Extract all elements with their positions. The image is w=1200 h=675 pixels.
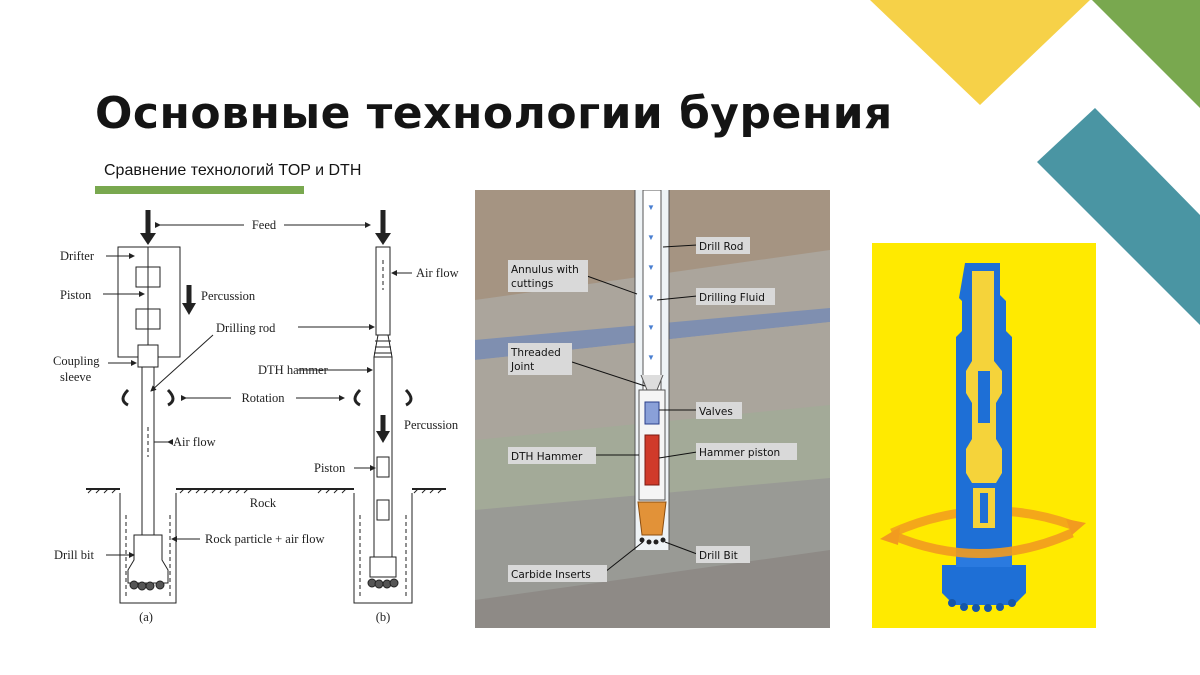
label-hammer-piston: Hammer piston xyxy=(699,447,780,459)
subtitle-underline xyxy=(95,186,304,194)
label-drill-rod: Drill Rod xyxy=(699,241,743,253)
label-rock: Rock xyxy=(250,496,277,510)
caption-b: (b) xyxy=(376,610,391,624)
label-drifter: Drifter xyxy=(60,249,95,263)
label-rock-particle: Rock particle + air flow xyxy=(205,532,325,546)
label-air-flow-b: Air flow xyxy=(416,266,459,280)
label-cuttings: cuttings xyxy=(511,278,553,290)
label-piston-a: Piston xyxy=(60,288,92,302)
svg-text:▼: ▼ xyxy=(647,353,655,362)
slide-title: Основные технологии бурения xyxy=(95,88,893,139)
label-rotation: Rotation xyxy=(241,391,285,405)
label-air-flow-a: Air flow xyxy=(173,435,216,449)
label-threaded: Threaded xyxy=(510,347,561,359)
svg-text:▼: ▼ xyxy=(647,323,655,332)
label-drilling-fluid: Drilling Fluid xyxy=(699,292,765,304)
label-sleeve: sleeve xyxy=(60,370,92,384)
label-dth-hammer: DTH Hammer xyxy=(511,451,583,463)
svg-text:▼: ▼ xyxy=(647,293,655,302)
label-feed: Feed xyxy=(252,218,277,232)
teal-stripe xyxy=(1037,108,1200,325)
yellow-triangle xyxy=(870,0,1090,105)
hammer-tool xyxy=(942,263,1026,612)
caption-a: (a) xyxy=(139,610,153,624)
label-drilling-rod: Drilling rod xyxy=(216,321,276,335)
svg-text:▼: ▼ xyxy=(647,203,655,212)
label-dth-hammer-b: DTH hammer xyxy=(258,363,329,377)
label-piston-b: Piston xyxy=(314,461,346,475)
label-annulus: Annulus with xyxy=(511,264,579,276)
svg-text:▼: ▼ xyxy=(647,263,655,272)
svg-text:▼: ▼ xyxy=(647,233,655,242)
dth-tool-illustration xyxy=(872,243,1096,628)
label-drill-bit-a: Drill bit xyxy=(54,548,94,562)
top-vs-dth-diagram: Feed Drifter Piston Percussion Drilling … xyxy=(53,210,459,624)
rotation-arrow xyxy=(890,528,1074,558)
label-drill-bit: Drill Bit xyxy=(699,550,738,562)
dth-cross-section: ▼▼▼ ▼▼▼ Drill Rod Annulus with cuttings … xyxy=(475,190,830,628)
label-percussion-a: Percussion xyxy=(201,289,256,303)
label-joint: Joint xyxy=(510,361,534,373)
label-percussion-b: Percussion xyxy=(404,418,459,432)
slide-subtitle: Сравнение технологий TOP и DTH xyxy=(104,162,362,179)
label-valves: Valves xyxy=(699,406,733,418)
label-carbide-inserts: Carbide Inserts xyxy=(511,569,591,581)
green-triangle xyxy=(1092,0,1200,108)
label-coupling: Coupling xyxy=(53,354,100,368)
